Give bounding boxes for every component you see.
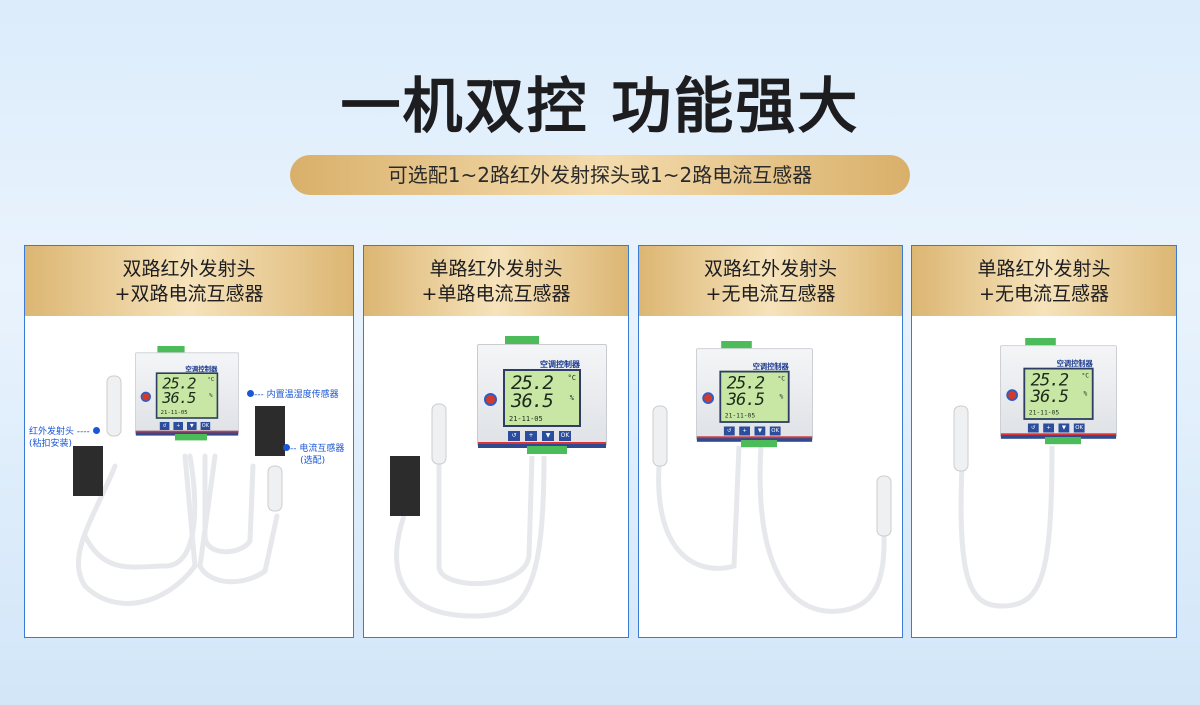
card-title: 单路红外发射头 [429, 258, 563, 280]
card-subtitle: +双路电流互感器 [114, 283, 264, 305]
device-name: 空调控制器 [1056, 359, 1093, 368]
date-display: 21-11-05 [509, 415, 543, 423]
brand-logo-icon [140, 391, 151, 402]
device-button: OK [559, 431, 571, 441]
card-subtitle: +无电流互感器 [979, 283, 1109, 305]
cables-illustration [652, 405, 892, 614]
device-button: ↺ [1027, 423, 1039, 433]
terminal-block [741, 440, 777, 448]
humidity-unit: % [1083, 390, 1088, 398]
terminal-block [505, 336, 539, 344]
subtitle-banner: 可选配1~2路红外发射探头或1~2路电流互感器 [290, 155, 910, 195]
humidity-value: 36.5 [162, 389, 196, 407]
temperature-value: 25.2 [511, 372, 554, 394]
card-subtitle: +无电流互感器 [705, 283, 836, 305]
lcd-display: 25.2 °C 36.5% 21-11-05 [155, 372, 219, 419]
terminal-block [157, 346, 185, 353]
device-button: ▼ [542, 431, 554, 441]
card-subtitle: +单路电流互感器 [421, 283, 571, 305]
callout-sensor: --- 内置温湿度传感器 [247, 389, 339, 401]
humidity-unit: % [779, 393, 784, 401]
card-header: 单路红外发射头 +单路电流互感器 [364, 246, 628, 316]
humidity-unit: % [569, 394, 574, 402]
terminal-block [1045, 437, 1081, 445]
terminal-block [721, 341, 752, 349]
card-header: 双路红外发射头 +双路电流互感器 [25, 246, 353, 316]
device-button: OK [200, 422, 211, 430]
card-title: 单路红外发射头 [977, 258, 1111, 280]
temperature-value: 25.2 [726, 373, 765, 394]
device-button: ↺ [159, 422, 170, 430]
device-body: 空调控制器 25.2 °C 36.5% 21-11-05 ↺ + ▼OK [1000, 345, 1117, 439]
device-band [696, 436, 813, 442]
cables-illustration [73, 375, 285, 606]
device-button: ↺ [508, 431, 520, 441]
device-name: 空调控制器 [185, 365, 218, 373]
cables-illustration [953, 405, 1055, 609]
date-display: 21-11-05 [160, 409, 188, 416]
card-header: 单路红外发射头 +无电流互感器 [912, 246, 1176, 316]
device-button: ▼ [754, 426, 766, 436]
device-button: + [739, 426, 750, 436]
humidity-value: 36.5 [726, 389, 765, 410]
lcd-display: 25.2 °C 36.5% 21-11-05 [503, 369, 581, 427]
device-band [135, 430, 239, 436]
lcd-display: 25.2 °C 36.5% 21-11-05 [719, 370, 790, 423]
terminal-block [527, 446, 567, 454]
ac-controller-device: 空调控制器 25.2 °C 36.5% 21-11-05 ↺ + ▼OK [696, 341, 813, 448]
callout-ir: 红外发射头 ---- (粘扣安装) [29, 426, 100, 450]
card-title: 双路红外发射头 [703, 258, 837, 280]
card-header: 双路红外发射头 +无电流互感器 [639, 246, 902, 316]
device-button: + [1043, 423, 1054, 433]
cables-illustration [390, 403, 547, 619]
temperature-value: 25.2 [162, 374, 196, 393]
terminal-block [1025, 338, 1056, 346]
lcd-display: 25.2 °C 36.5% 21-11-05 [1023, 367, 1094, 420]
device-body: 空调控制器 25.2 °C 36.5% 21-11-05 ↺ + ▼OK [696, 348, 813, 442]
device-band [1000, 433, 1117, 439]
terminal-block [175, 434, 207, 441]
date-display: 21-11-05 [724, 412, 756, 420]
brand-logo-icon [484, 393, 497, 406]
device-button: + [173, 422, 183, 430]
device-button: OK [1073, 423, 1085, 433]
humidity-unit: % [209, 392, 213, 399]
device-band [478, 442, 606, 448]
temperature-unit: °C [567, 374, 576, 382]
device-button: ▼ [1058, 423, 1070, 433]
humidity-value: 36.5 [1030, 386, 1069, 407]
current-transformer-icon [73, 446, 103, 496]
temperature-value: 25.2 [1030, 370, 1069, 391]
device-button: + [525, 431, 537, 441]
temperature-unit: °C [777, 375, 786, 383]
temperature-unit: °C [207, 376, 215, 383]
device-button: ↺ [723, 426, 735, 436]
option-card-3: 双路红外发射头 +无电流互感器 空调控制器 25.2 °C 36.5% 21-11-05 ↺… [638, 245, 903, 638]
temperature-unit: °C [1081, 372, 1090, 380]
device-button: OK [769, 426, 781, 436]
device-body: 空调控制器 25.2 °C 36.5% 21-11-05 ↺ + ▼ OK [477, 344, 607, 448]
option-card-2: 单路红外发射头 +单路电流互感器 空调控制器 25.2 °C 36.5% 21-11-05… [363, 245, 629, 638]
callout-ct: -- 电流互感器 (选配) [283, 443, 344, 467]
option-card-4: 单路红外发射头 +无电流互感器 空调控制器 25.2 °C 36.5% 21-11-05 ↺… [911, 245, 1177, 638]
device-name: 空调控制器 [752, 362, 789, 371]
date-display: 21-11-05 [1028, 409, 1060, 417]
page-title: 一机双控 功能强大 [340, 72, 860, 142]
ac-controller-device: 空调控制器 25.2 °C 36.5% 21-11-05 ↺ + ▼ OK [477, 336, 607, 454]
ac-controller-device: 空调控制器 25.2 °C 36.5% 21-11-05 ↺ + ▼OK [1000, 338, 1117, 445]
device-name: 空调控制器 [540, 360, 580, 369]
brand-logo-icon [1006, 389, 1018, 401]
brand-logo-icon [702, 392, 714, 404]
device-button: ▼ [187, 422, 197, 430]
humidity-value: 36.5 [511, 390, 554, 412]
card-title: 双路红外发射头 [122, 258, 256, 280]
